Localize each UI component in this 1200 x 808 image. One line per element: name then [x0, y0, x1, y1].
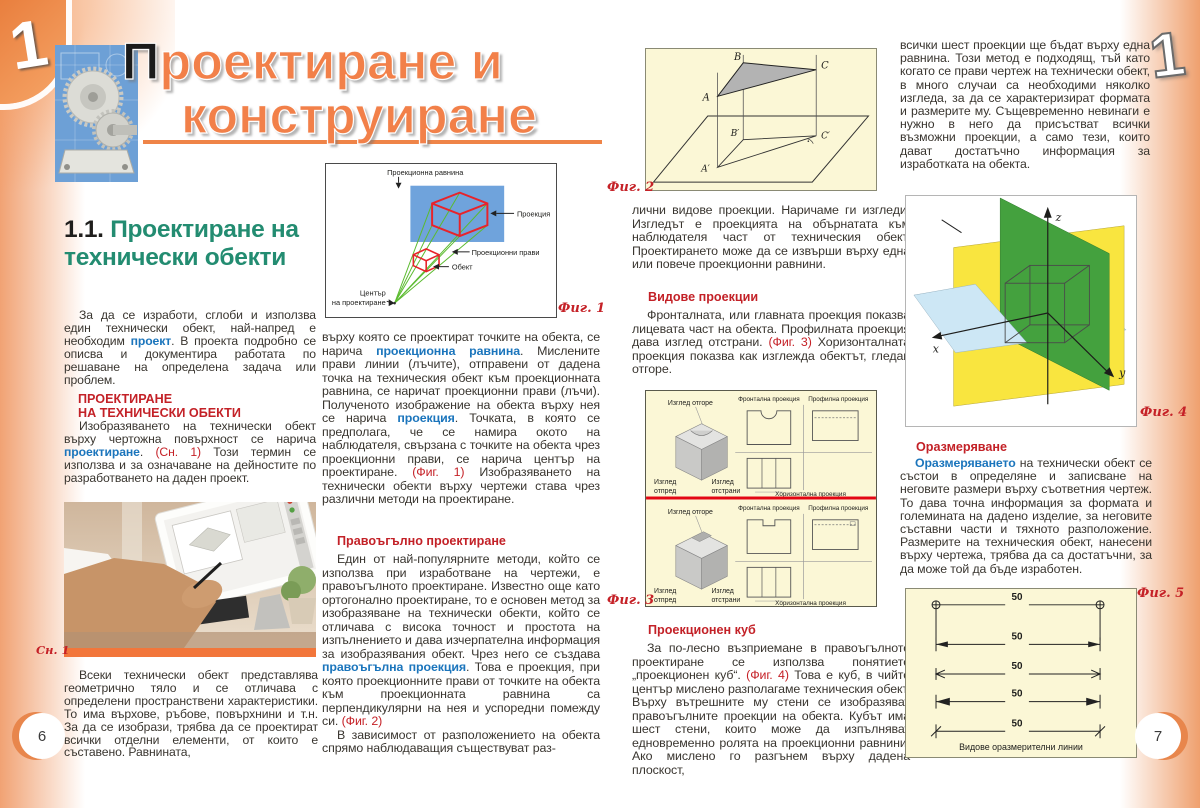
fig2-point-b: B [733, 52, 741, 63]
rectangular-projection-block: Един от най-популярните методи, който се… [322, 552, 600, 756]
fig3-top-label-side-l2: отстрани [711, 488, 740, 495]
intro-paragraph: За да се изработи, сглоби и използва еди… [64, 308, 316, 387]
fig5-dim-value-3: 50 [1012, 661, 1023, 672]
projection-cube-paragraph: За по-лесно възприемане в правоъгълното … [632, 641, 911, 777]
fig4-axis-x: x [933, 343, 939, 356]
fig3-top-label-front-l1: Изглед [654, 479, 676, 486]
page-number-right-value: 7 [1153, 727, 1163, 745]
fig3-top-label-side-l1: Изглед [711, 479, 733, 486]
fig5-dim-value-4: 50 [1012, 689, 1023, 700]
geometry-paragraph: Всеки технически обект представлява геом… [64, 668, 318, 760]
fig4-axis-z: z [1055, 211, 1062, 224]
section-heading: 1.1. Проектиране на технически обекти [64, 216, 299, 271]
figure-3-caption: Фиг. 3 [607, 593, 655, 608]
chapter-number-left: 1 [4, 4, 53, 84]
projection-types-paragraph: Фронталната, или главната проекция показ… [632, 308, 911, 376]
page-number-left: 6 [12, 712, 65, 760]
page-number-right: 7 [1135, 712, 1188, 760]
subheading-projection-cube: Проекционен куб [648, 623, 756, 637]
figure-2-orthogonal-projection: A B C A′ B′ C′ [645, 48, 877, 191]
fig1-label-rays: Проекционни прави [472, 248, 540, 257]
figure-3-views-and-projections: Изглед отгоре Изглед отпред Изглед отстр… [645, 390, 877, 607]
photo-designer-at-computer [64, 502, 316, 657]
fig3-top-label-front-l2: отпред [654, 488, 676, 495]
fig1-label-center-line2: на проектиране [332, 298, 386, 307]
subheading-dimensioning: Оразмеряване [916, 440, 1007, 454]
figure-4-caption: Фиг. 4 [1140, 405, 1188, 420]
fig4-axis-y: y [1118, 366, 1126, 379]
subheading-designing: ПРОЕКТИРАНЕ НА ТЕХНИЧЕСКИ ОБЕКТИ [78, 392, 241, 420]
fig5-dim-value-2: 50 [1012, 631, 1023, 642]
fig3-top-label-horizontal: Хоризонтална проекция [775, 491, 846, 498]
figure-4-projection-planes: z x y [905, 195, 1137, 427]
fig3-bottom-label-front-l1: Изглед [654, 588, 676, 595]
definition-paragraph: Изобразяването на технически обект върху… [64, 419, 316, 485]
photo-accent-bar [64, 648, 316, 657]
chapter-title-line1: Проектиране и [121, 32, 503, 91]
fig5-dim-value-1: 50 [1012, 592, 1023, 603]
fig5-label: Видове оразмерителни линии [959, 742, 1083, 752]
fig2-point-c-prime: C′ [821, 132, 830, 142]
fig2-point-a-prime: A′ [700, 164, 709, 174]
figure-5-caption: Фиг. 5 [1137, 586, 1185, 601]
fig3-bottom-label-profile: Профилна проекция [808, 505, 868, 512]
fig2-point-a: A [702, 92, 710, 103]
fig2-point-b-prime: B′ [730, 129, 740, 139]
fig3-bottom-label-side-l1: Изглед [711, 588, 733, 595]
fig1-label-projection: Проекция [517, 209, 550, 218]
photo-caption: Сн. 1 [36, 643, 70, 657]
subheading-projection-types: Видове проекции [648, 290, 759, 304]
fig3-bottom-label-horizontal: Хоризонтална проекция [775, 600, 846, 606]
fig1-label-center-line1: Център [360, 288, 386, 297]
six-projections-paragraph: всички шест проекции ще бъдат върху една… [900, 38, 1150, 171]
title-underline [143, 140, 602, 144]
fig2-point-c: C [821, 61, 829, 72]
fig3-top-label-frontal: Фронтална проекция [738, 396, 800, 403]
fig1-label-object: Обект [452, 263, 473, 272]
subheading-rectangular-projection: Правоъгълно проектиране [337, 534, 506, 548]
fig3-bottom-label-side-l2: отстрани [711, 597, 740, 604]
fig3-bottom-label-front-l2: отпред [654, 597, 676, 604]
figure-2-caption: Фиг. 2 [607, 180, 655, 195]
views-paragraph: лични видове проекции. Наричаме ги изгле… [632, 203, 910, 271]
depending-paragraph: В зависимост от разположението на обекта… [322, 727, 600, 755]
fig3-bottom-label-view-top: Изглед отгоре [668, 509, 713, 516]
rectangular-projection-paragraph: Един от най-популярните методи, който се… [322, 552, 600, 728]
fig3-bottom-label-frontal: Фронтална проекция [738, 505, 800, 512]
page-number-left-value: 6 [37, 727, 47, 745]
fig5-dim-value-5: 50 [1012, 718, 1023, 729]
chapter-title-line2: конструиране [180, 86, 537, 145]
figure-1-caption: Фиг. 1 [558, 301, 606, 316]
fig1-label-plane: Проекционна равнина [387, 168, 464, 177]
projection-plane-paragraph: върху която се проектират точките на обе… [322, 330, 601, 506]
gearbox-image [55, 45, 138, 182]
figure-5-dimension-lines: 50 50 50 50 50 Видове оразмерителни лини… [905, 588, 1137, 758]
fig3-top-label-view-top: Изглед отгоре [668, 400, 713, 407]
figure-1-central-projection: Проекционна равнина Проекция Проекционни… [325, 163, 557, 318]
dimensioning-paragraph: Оразмеряването на технически обект се съ… [900, 456, 1152, 576]
fig3-top-label-profile: Профилна проекция [808, 396, 868, 403]
